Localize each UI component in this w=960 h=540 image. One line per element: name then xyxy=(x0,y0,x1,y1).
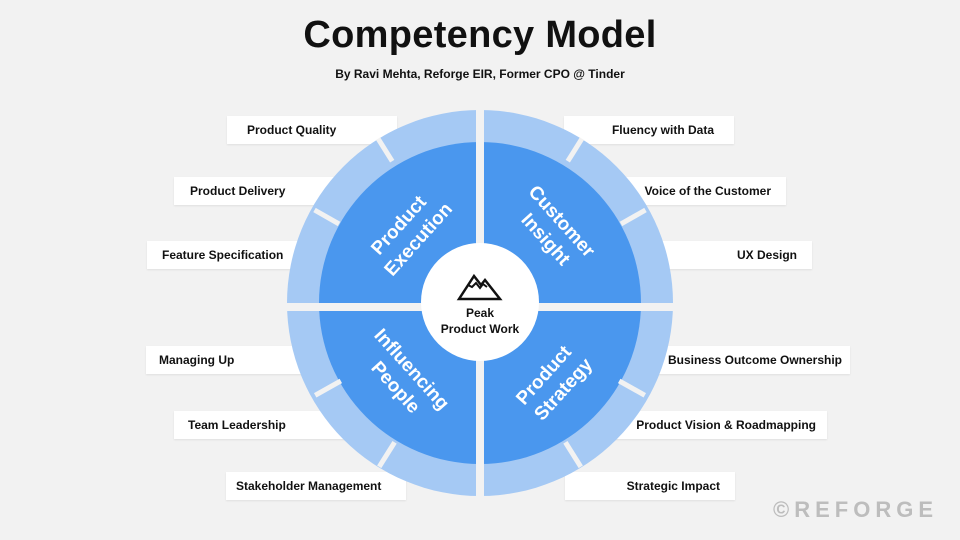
ring-separators xyxy=(313,137,647,469)
label-fluency-with-data: Fluency with Data xyxy=(564,116,734,144)
center-circle xyxy=(421,243,539,361)
page-title: Competency Model xyxy=(303,14,657,56)
center-line-1: Peak xyxy=(465,306,495,320)
label-product-vision-roadmapping: Product Vision & Roadmapping xyxy=(607,411,827,439)
reforge-logo: ©REFORGE xyxy=(773,497,938,522)
label-strategic-impact: Strategic Impact xyxy=(565,472,735,500)
center-label: Peak Product Work xyxy=(420,305,540,337)
mountain-icon xyxy=(456,273,503,301)
page-subtitle: By Ravi Mehta, Reforge EIR, Former CPO @… xyxy=(335,67,625,81)
label-product-quality: Product Quality xyxy=(227,116,397,144)
label-stakeholder-management: Stakeholder Management xyxy=(226,472,406,500)
center-line-2: Product Work xyxy=(440,322,520,336)
